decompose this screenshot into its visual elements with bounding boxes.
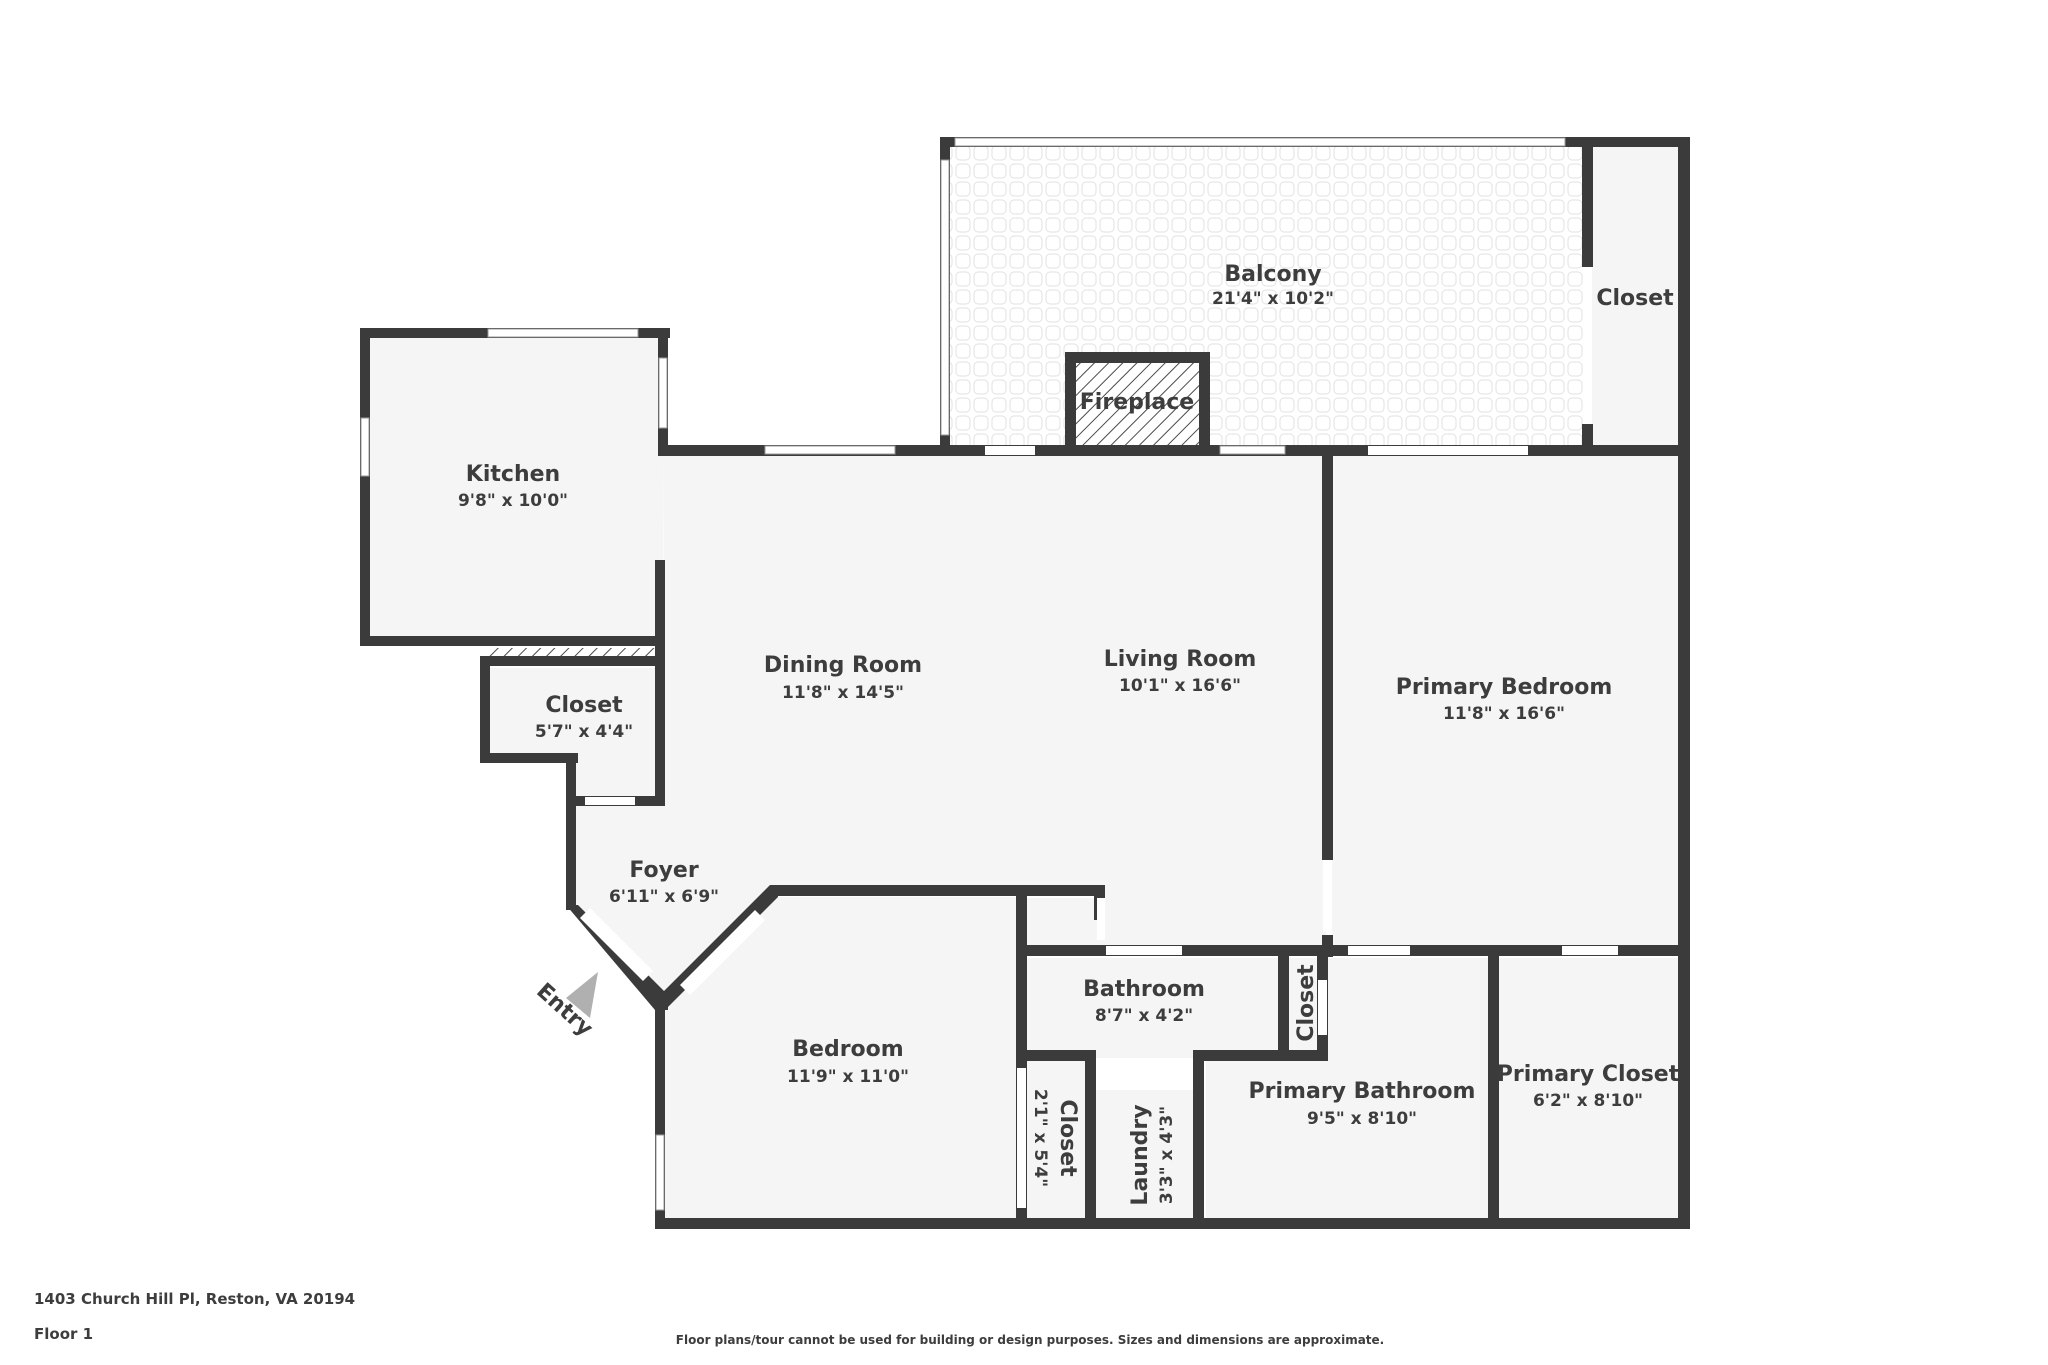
window — [940, 159, 950, 436]
door — [1323, 860, 1332, 932]
window — [655, 1134, 665, 1211]
door-openings — [580, 268, 1618, 1208]
bedroom-floor — [665, 897, 1017, 1218]
kitchen-dims: 9'8" x 10'0" — [458, 491, 568, 511]
door — [1106, 946, 1182, 955]
floor-label: Floor 1 — [34, 1325, 94, 1343]
balcony-dims: 21'4" x 10'2" — [1212, 289, 1334, 309]
kitchen-name: Kitchen — [466, 462, 560, 487]
foyer-closet-floor-2 — [570, 668, 663, 800]
laundry-dims: 3'3" x 4'3" — [1157, 1106, 1177, 1204]
balcony-closet-name: Closet — [1596, 286, 1674, 311]
entry-door — [580, 908, 653, 981]
foyer-name: Foyer — [629, 858, 699, 883]
room-labels: Balcony 21'4" x 10'2" Closet Fireplace K… — [458, 262, 1680, 1206]
door — [1100, 1081, 1185, 1090]
primary-bedroom-floor — [1332, 455, 1678, 945]
door — [1097, 898, 1105, 940]
bath-nook-floor — [1026, 898, 1098, 948]
bedroom-dims: 11'9" x 11'0" — [787, 1067, 909, 1087]
primary-bedroom-dims: 11'8" x 16'6" — [1443, 704, 1565, 724]
kitchen-floor — [367, 336, 663, 641]
fireplace-name: Fireplace — [1080, 390, 1194, 415]
laundry-name: Laundry — [1128, 1104, 1153, 1205]
main-floor — [570, 455, 1326, 1000]
window — [1219, 445, 1286, 455]
floors — [367, 142, 1678, 1218]
bedroom-closet-name: Closet — [1055, 1099, 1080, 1177]
window — [764, 445, 896, 455]
door — [1368, 446, 1528, 455]
window — [954, 137, 1566, 147]
bedroom-closet-floor — [1026, 1058, 1086, 1218]
door — [1583, 268, 1592, 423]
door — [1348, 946, 1410, 955]
dining-room-name: Dining Room — [764, 653, 922, 678]
balcony-floor — [945, 142, 1585, 452]
dining-room-dims: 11'8" x 14'5" — [782, 683, 904, 703]
disclaimer: Floor plans/tour cannot be used for buil… — [675, 1333, 1385, 1347]
window — [487, 328, 639, 338]
door — [1017, 1068, 1026, 1208]
door — [585, 797, 635, 805]
bathroom-name: Bathroom — [1083, 977, 1205, 1002]
living-room-name: Living Room — [1104, 647, 1257, 672]
property-address: 1403 Church Hill Pl, Reston, VA 20194 — [34, 1290, 356, 1308]
door — [1562, 946, 1618, 955]
balcony-closet-floor — [1592, 142, 1678, 452]
foyer-dims: 6'11" x 6'9" — [609, 887, 719, 907]
window — [658, 357, 668, 429]
primary-bathroom-name: Primary Bathroom — [1249, 1079, 1476, 1104]
primary-closet-floor — [1498, 958, 1678, 1218]
door — [985, 446, 1035, 455]
primary-bedroom-name: Primary Bedroom — [1396, 675, 1613, 700]
bedroom-closet-dims: 2'1" x 5'4" — [1030, 1089, 1050, 1187]
primary-bathroom-dims: 9'5" x 8'10" — [1307, 1109, 1417, 1129]
window — [360, 417, 370, 477]
bathroom-dims: 8'7" x 4'2" — [1095, 1006, 1193, 1026]
door — [1318, 980, 1327, 1035]
primary-bathroom-floor — [1206, 958, 1488, 1218]
foyer-closet-name: Closet — [545, 693, 623, 718]
entry-arrow-icon — [566, 972, 598, 1018]
bedroom-name: Bedroom — [792, 1037, 903, 1062]
foyer-closet-dims: 5'7" x 4'4" — [535, 722, 633, 742]
primary-closet-dims: 6'2" x 8'10" — [1533, 1091, 1643, 1111]
living-room-dims: 10'1" x 16'6" — [1119, 676, 1241, 696]
hall-closet-name: Closet — [1294, 964, 1319, 1042]
windows — [360, 137, 1566, 1211]
primary-closet-name: Primary Closet — [1497, 1062, 1680, 1087]
fireplace-hatch — [1075, 362, 1200, 452]
balcony-name: Balcony — [1224, 262, 1321, 287]
laundry-floor — [1096, 1090, 1196, 1218]
bedroom-door — [680, 910, 765, 995]
